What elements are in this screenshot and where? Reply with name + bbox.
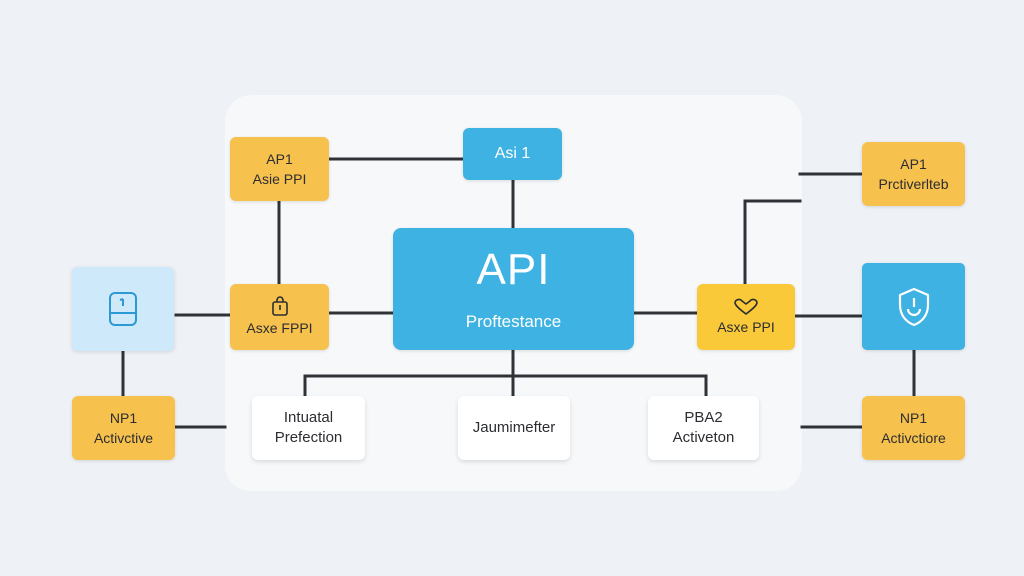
inner-right-mid-node: Asxe PPI: [697, 284, 795, 350]
top-node-label: Asi 1: [494, 145, 531, 162]
node-label: Jaumimefter: [472, 419, 556, 436]
top-node: Asi 1: [463, 128, 562, 180]
node-line1: PBA2: [684, 409, 723, 426]
node-line2: Asie PPI: [252, 171, 307, 187]
node-line2: Activctiore: [881, 430, 946, 446]
hub-title: API: [476, 245, 551, 294]
bottom-left-node: Intuatal Prefection: [252, 396, 365, 460]
bottom-center-node: Jaumimefter: [458, 396, 570, 460]
node-line2: Activctive: [93, 430, 154, 446]
node-line2: Prefection: [274, 429, 343, 446]
node-line1: NP1: [899, 410, 928, 426]
bottom-right-node: PBA2 Activeton: [648, 396, 759, 460]
node-line1: AP1: [266, 151, 293, 167]
node-line2: Prctiverlteb: [878, 176, 949, 192]
inner-left-mid-node: Asxe FPPI: [230, 284, 329, 350]
hub-subtitle: Proftestance: [465, 312, 562, 331]
far-right-bottom-node: NP1 Activctiore: [862, 396, 965, 460]
node-line1: Intuatal: [283, 409, 334, 426]
node-label: Asxe PPI: [717, 319, 775, 335]
far-left-bottom-node: NP1 Activctive: [72, 396, 175, 460]
node-line1: NP1: [109, 410, 138, 426]
heart-icon: [734, 298, 758, 315]
node-label: Asxe FPPI: [246, 320, 313, 336]
node-line1: AP1: [900, 156, 927, 172]
lock-icon: [109, 292, 137, 326]
far-right-icon-node: [862, 263, 965, 350]
far-right-top-node: AP1 Prctiverlteb: [862, 142, 965, 206]
inner-left-top-node: AP1 Asie PPI: [230, 137, 329, 201]
backpack-icon: [271, 296, 288, 316]
shield-icon: [898, 287, 929, 326]
far-left-icon-node: [72, 267, 174, 351]
api-hub-node: API Proftestance: [393, 228, 634, 350]
node-line2: Activeton: [672, 429, 735, 446]
